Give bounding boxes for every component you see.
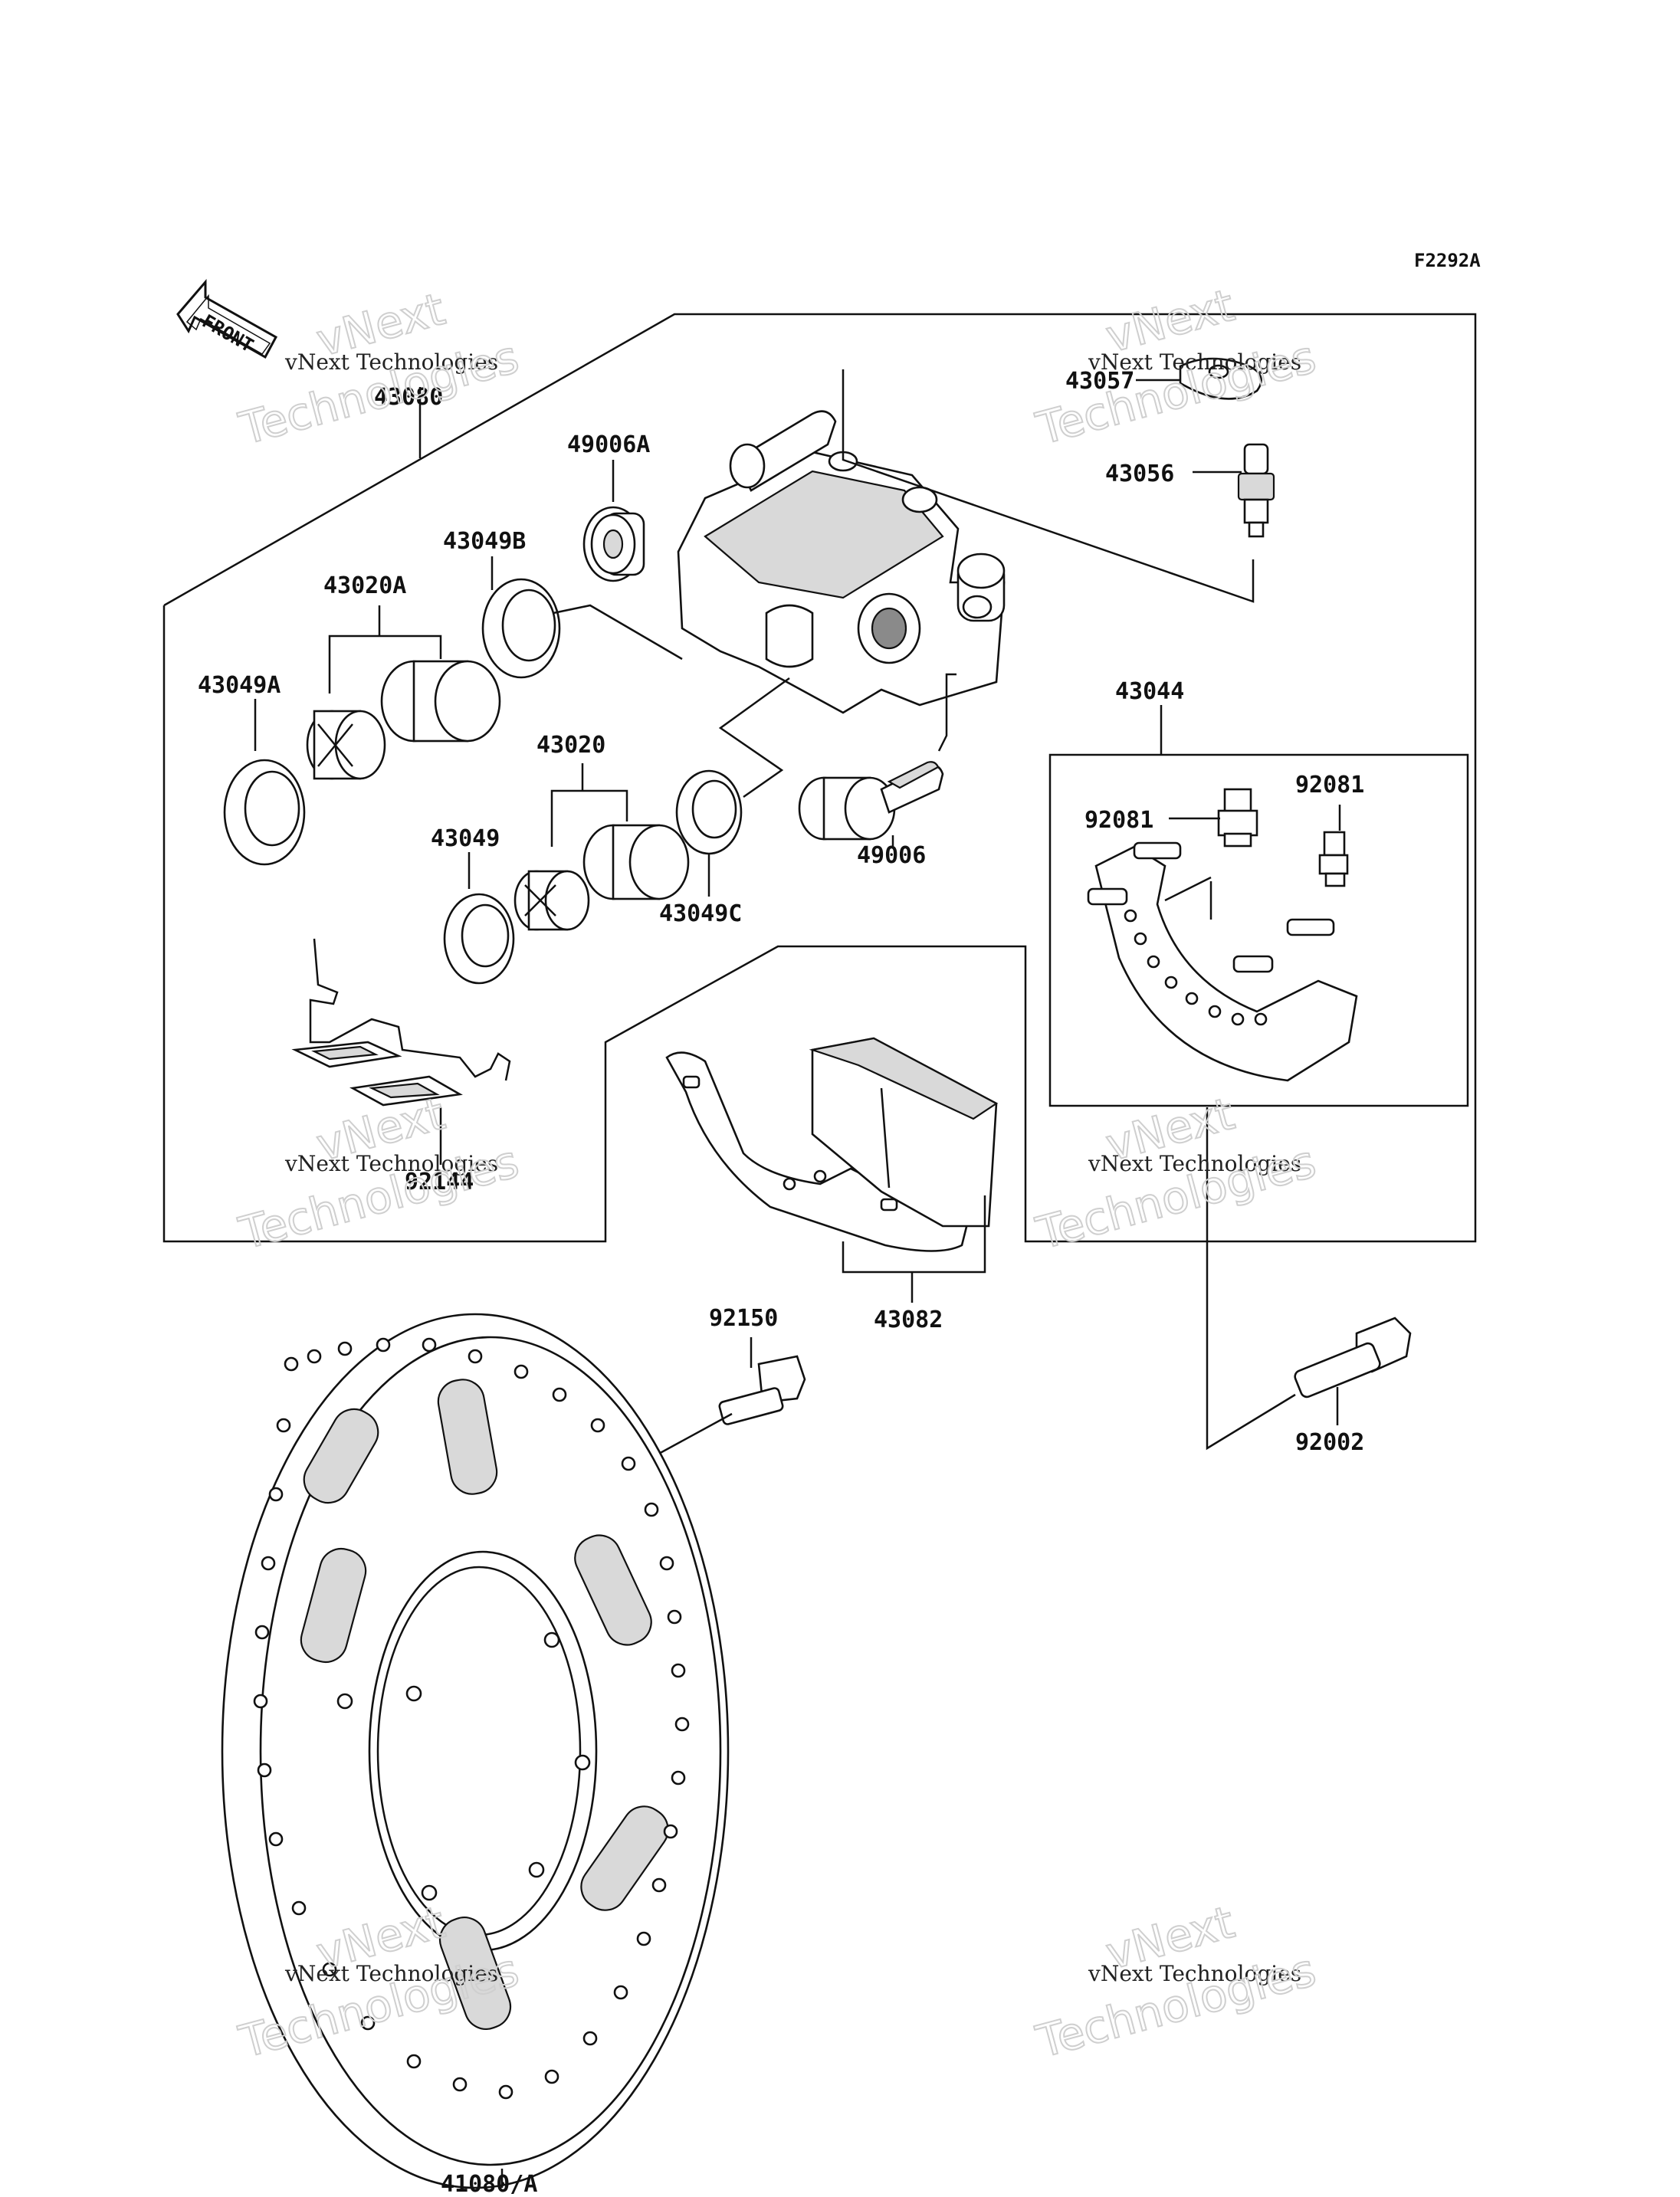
piston-seal-43049A	[223, 759, 306, 866]
piston-set-43020A	[306, 660, 501, 780]
bracket-subassembly-box	[1048, 753, 1469, 1107]
clip-92081-right	[1318, 831, 1349, 887]
piston-set-43020	[514, 824, 690, 931]
bleed-cap	[1179, 357, 1262, 400]
label-92150: 92150	[709, 1305, 778, 1332]
bleed-valve	[1237, 443, 1275, 538]
label-43049B: 43049B	[443, 528, 526, 555]
brake-disc	[221, 1313, 730, 2189]
label-49006A: 49006A	[567, 431, 650, 458]
svg-text:vNext Technologies: vNext Technologies	[284, 349, 498, 375]
piston-seal-43049B	[481, 578, 561, 679]
svg-text:vNext Technologies: vNext Technologies	[284, 1961, 498, 1986]
watermark-group-4: vNext Technologies vNext Technologies	[1030, 1087, 1321, 1261]
caliper-bracket	[1087, 841, 1358, 1082]
disc-bolt-92150	[718, 1355, 806, 1425]
label-43080: 43080	[374, 384, 443, 411]
label-43049A: 43049A	[198, 672, 281, 699]
label-49006: 49006	[857, 842, 926, 869]
label-43049C: 43049C	[659, 900, 742, 927]
figure-code: F2292A	[1414, 250, 1481, 271]
slide-pin-49006	[798, 761, 944, 841]
label-43044: 43044	[1115, 678, 1184, 705]
piston-seal-43049C	[675, 769, 743, 855]
watermark-line: vNext Technologies	[1088, 349, 1301, 375]
brake-pad-shim	[665, 1051, 971, 1252]
pad-spring-92144	[291, 938, 511, 1107]
piston-seal-43049	[443, 893, 515, 985]
label-41080A: 41080/A	[441, 2171, 537, 2197]
front-direction-arrow-icon: FRONT	[176, 278, 278, 359]
clip-92081-left	[1217, 788, 1258, 848]
watermark-group-3: vNext Technologies vNext Technologies	[233, 1087, 524, 1261]
brake-pad	[809, 1037, 999, 1228]
slide-pin-boot-upper	[582, 506, 645, 582]
label-92002: 92002	[1295, 1429, 1364, 1456]
watermark-group-1: vNext Technologies vNext Technologies	[233, 282, 524, 456]
mounting-bolt-92002	[1294, 1317, 1412, 1399]
label-43020: 43020	[536, 732, 605, 759]
label-43082: 43082	[874, 1307, 943, 1333]
label-43056: 43056	[1105, 461, 1174, 487]
label-92144: 92144	[405, 1169, 474, 1195]
label-43049: 43049	[431, 825, 500, 852]
caliper-assembly-boundary	[162, 313, 1477, 1243]
label-43020A: 43020A	[323, 572, 406, 599]
svg-text:vNext Technologies: vNext Technologies	[284, 1151, 498, 1176]
label-92081-right: 92081	[1295, 772, 1364, 798]
caliper-body	[677, 410, 1006, 714]
label-92081-left: 92081	[1084, 807, 1153, 834]
svg-text:vNext Technologies: vNext Technologies	[1088, 1961, 1301, 1986]
svg-text:vNext Technologies: vNext Technologies	[1088, 1151, 1301, 1176]
watermark-group-2: vNext Technologies	[1030, 278, 1321, 456]
watermark-group-6: vNext Technologies vNext Technologies	[1030, 1895, 1321, 2069]
label-43057: 43057	[1065, 368, 1134, 395]
